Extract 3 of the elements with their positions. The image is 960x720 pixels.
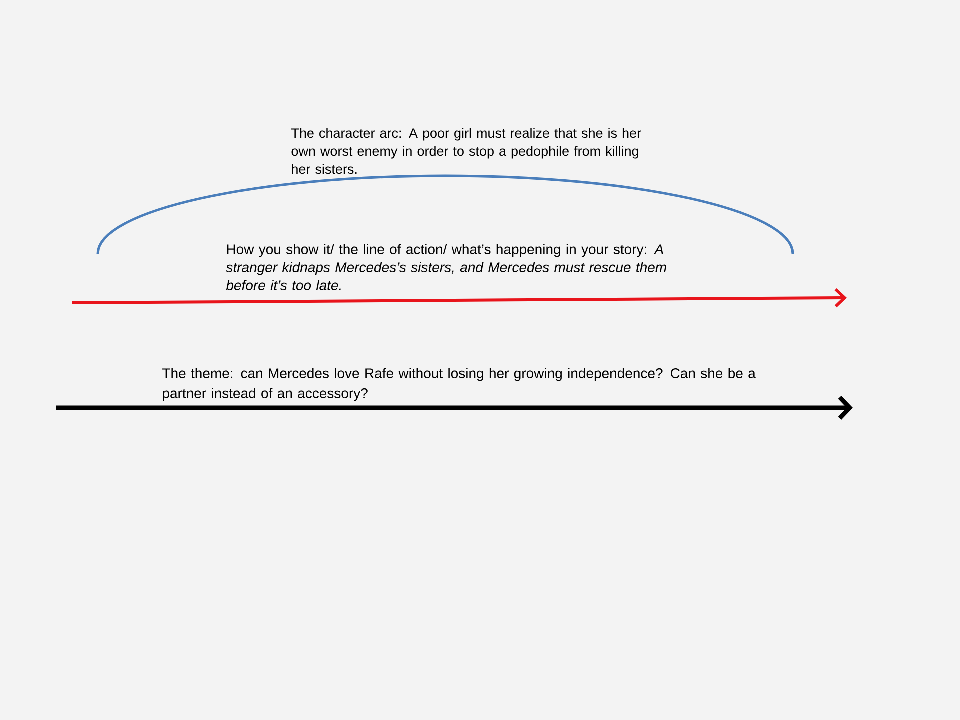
annotation-text: The theme: can Mercedes love Rafe without losing her growing independence? Can she be a partner instead of an accessory? [162, 368, 756, 402]
annotation-text: The character arc: A poor girl must realize that she is her own worst enemy in order to stop a pedophile from killing her sisters. [292, 128, 642, 174]
annotation-text: How you show it/ the line of action/ what’s happening in your story: A stranger kidnaps Mercedes’s sisters, and Mercedes must rescue them before it’s too late. [226, 244, 666, 290]
